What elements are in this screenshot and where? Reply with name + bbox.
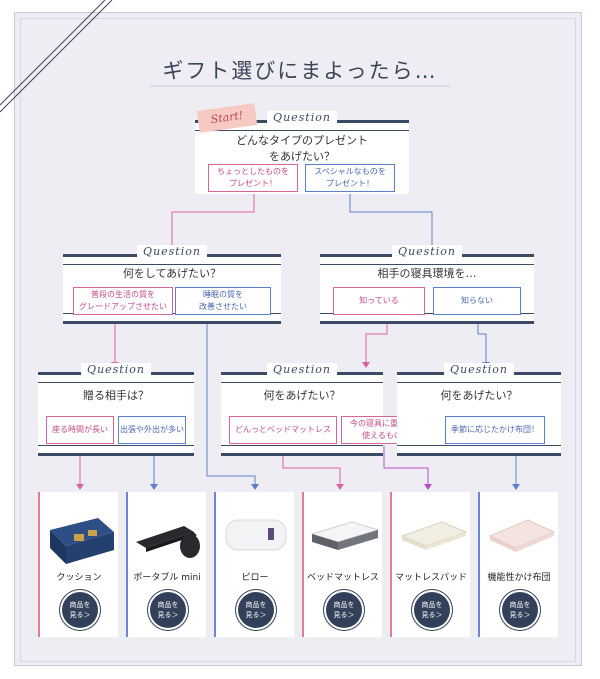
question-label: Question	[444, 363, 514, 376]
question-3-box: Question 相手の寝具環境を… 知っている 知らない	[320, 245, 534, 324]
pillow-image	[225, 519, 287, 551]
question-4-text: 贈る相手は？	[83, 389, 149, 402]
product-name: マットレスパッド	[394, 573, 467, 583]
product-card-pillow[interactable]: ピロー 商品を見る＞	[214, 492, 294, 637]
view-product-button[interactable]: 商品を見る＞	[326, 592, 362, 628]
question-5-text: 何をあげたい？	[263, 389, 341, 402]
cushion-image	[50, 518, 114, 564]
mattress-pad-image	[400, 521, 468, 550]
question-label: Question	[81, 363, 151, 376]
duvet-image	[488, 519, 556, 552]
product-card-bed-mattress[interactable]: ベッドマットレス 商品を見る＞	[302, 492, 382, 637]
question-6-text: 何をあげたい？	[440, 389, 518, 402]
view-product-button[interactable]: 商品を見る＞	[150, 592, 186, 628]
question-1-box: Question どんなタイプのプレゼント をあげたい？ ちょっとしたものをプレ…	[195, 111, 409, 194]
view-product-button[interactable]: 商品を見る＞	[238, 592, 274, 628]
q3-option-known[interactable]: 知っている	[333, 287, 425, 315]
question-label: Question	[267, 111, 337, 124]
portable-mat-image	[136, 526, 200, 558]
page-title: ギフト選びにまよったら…	[162, 59, 438, 83]
product-card-mattress-pad[interactable]: マットレスパッド 商品を見る＞	[390, 492, 470, 637]
question-label: Question	[137, 245, 207, 258]
product-card-portable-mini[interactable]: ポータブル mini 商品を見る＞	[126, 492, 206, 637]
product-name: ピロー	[241, 573, 269, 583]
bed-mattress-image	[310, 521, 380, 550]
product-name: ベッドマットレス	[306, 573, 379, 583]
q2-option-improve-sleep[interactable]: 睡眠の質を改善させたい	[175, 287, 271, 315]
question-2-text: 何をしてあげたい？	[122, 267, 222, 280]
question-2-box: Question 何をしてあげたい？ 普段の生活の質をグレードアップさせたい 睡…	[63, 245, 281, 324]
q2-option-upgrade-life[interactable]: 普段の生活の質をグレードアップさせたい	[73, 287, 173, 315]
q1-option-special-gift[interactable]: スペシャルなものをプレゼント！	[305, 164, 395, 192]
product-name: ポータブル mini	[133, 573, 201, 583]
question-6-box: Question 何をあげたい？ 季節に応じたかけ布団！	[397, 363, 561, 456]
question-4-box: Question 贈る相手は？ 座る時間が長い 出張や外出が多い	[38, 363, 194, 456]
q5-option-bed-mattress[interactable]: どんっとベッドマットレス	[229, 416, 337, 444]
view-product-button[interactable]: 商品を見る＞	[502, 592, 538, 628]
product-name: 機能性かけ布団	[487, 573, 551, 583]
q6-option-seasonal-duvet[interactable]: 季節に応じたかけ布団！	[445, 416, 545, 444]
product-card-cushion[interactable]: クッション 商品を見る＞	[38, 492, 118, 637]
q4-option-travels[interactable]: 出張や外出が多い	[118, 416, 186, 444]
question-1-text-line1: どんなタイプのプレゼント	[236, 134, 368, 147]
q3-option-unknown[interactable]: 知らない	[433, 287, 521, 315]
question-3-text: 相手の寝具環境を…	[377, 267, 477, 280]
question-label: Question	[267, 363, 337, 376]
question-1-text-line2: をあげたい？	[269, 150, 335, 163]
product-card-duvet[interactable]: 機能性かけ布団 商品を見る＞	[478, 492, 558, 637]
question-label: Question	[392, 245, 462, 258]
q4-option-sits-long[interactable]: 座る時間が長い	[46, 416, 114, 444]
q1-option-small-gift[interactable]: ちょっとしたものをプレゼント！	[208, 164, 298, 192]
view-product-button[interactable]: 商品を見る＞	[62, 592, 98, 628]
inner-frame	[20, 18, 576, 662]
view-product-button[interactable]: 商品を見る＞	[414, 592, 450, 628]
product-name: クッション	[56, 573, 102, 583]
